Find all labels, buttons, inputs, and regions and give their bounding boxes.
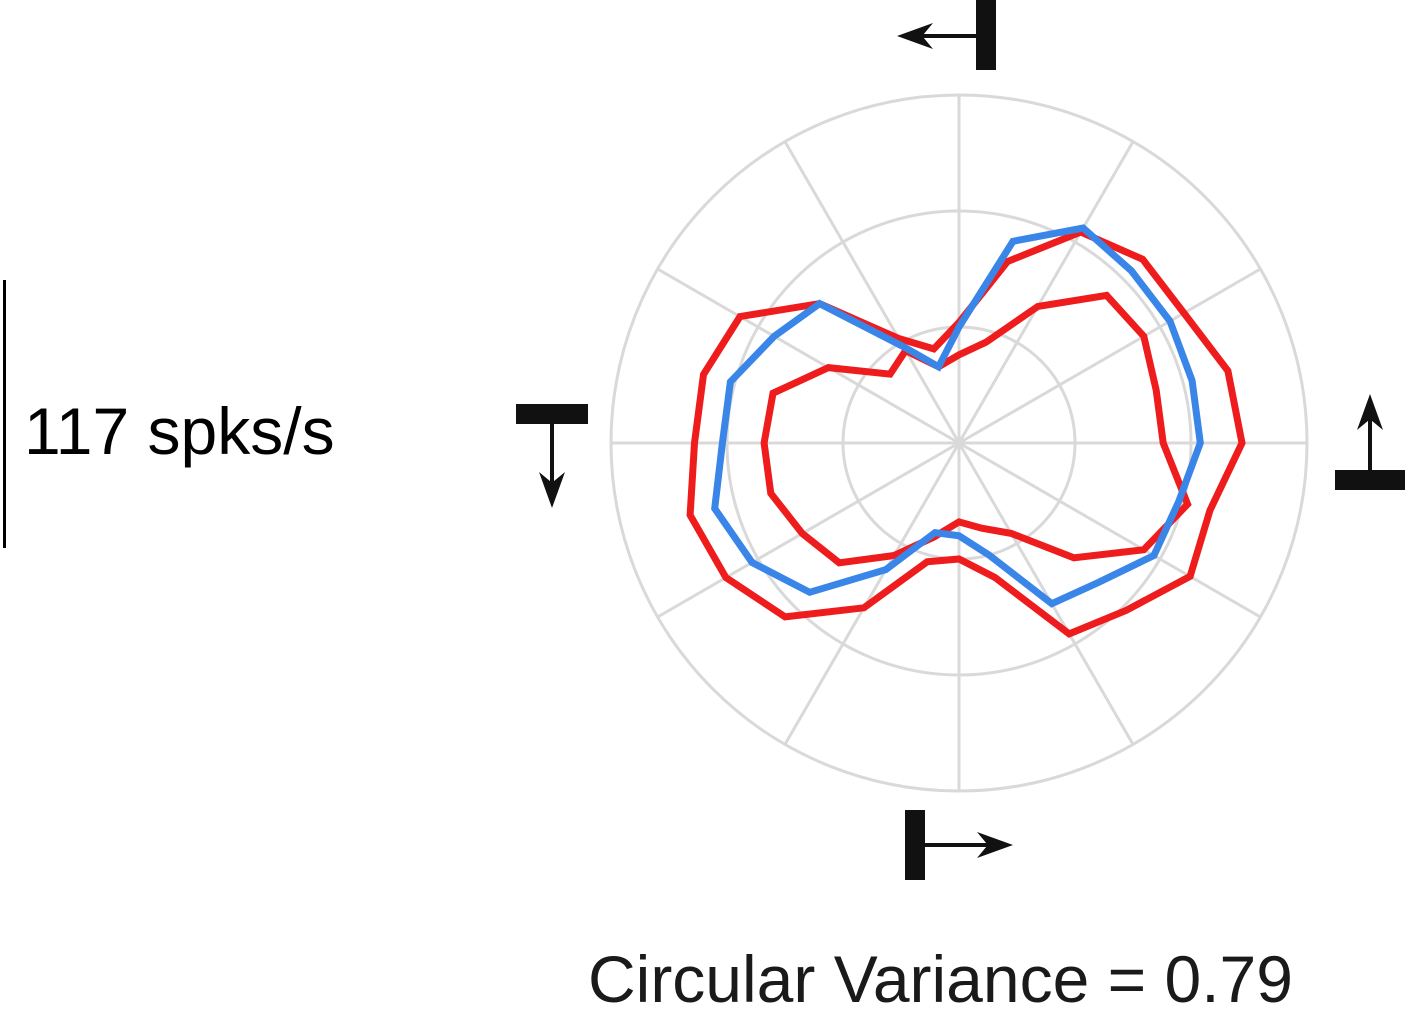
stimulus-direction-icons <box>516 0 1405 880</box>
grid-spoke-330 <box>958 441 1262 619</box>
grid-spoke-240 <box>783 442 961 746</box>
grid-spoke-30 <box>958 267 1262 445</box>
grid-spoke-210 <box>656 441 960 619</box>
mean-response-curve <box>711 224 1204 608</box>
scale-bar <box>3 280 6 548</box>
bar-moving-up-icon <box>1335 394 1405 490</box>
bound-response-curve-1 <box>686 228 1246 638</box>
grid-spoke-300 <box>957 442 1135 746</box>
grid-spoke-120 <box>783 140 961 444</box>
bar-moving-down-icon <box>516 404 588 508</box>
grid-spoke-60 <box>957 140 1135 444</box>
bar-moving-right-icon <box>905 810 1013 880</box>
tuning-curves <box>686 224 1246 638</box>
scale-bar-label: 117 spks/s <box>24 394 335 468</box>
polar-grid <box>609 93 1309 793</box>
grid-spoke-150 <box>656 267 960 445</box>
circular-variance-label: Circular Variance = 0.79 <box>588 942 1293 1016</box>
bound-response-curve-2 <box>760 291 1192 567</box>
bar-moving-left-icon <box>897 0 996 70</box>
